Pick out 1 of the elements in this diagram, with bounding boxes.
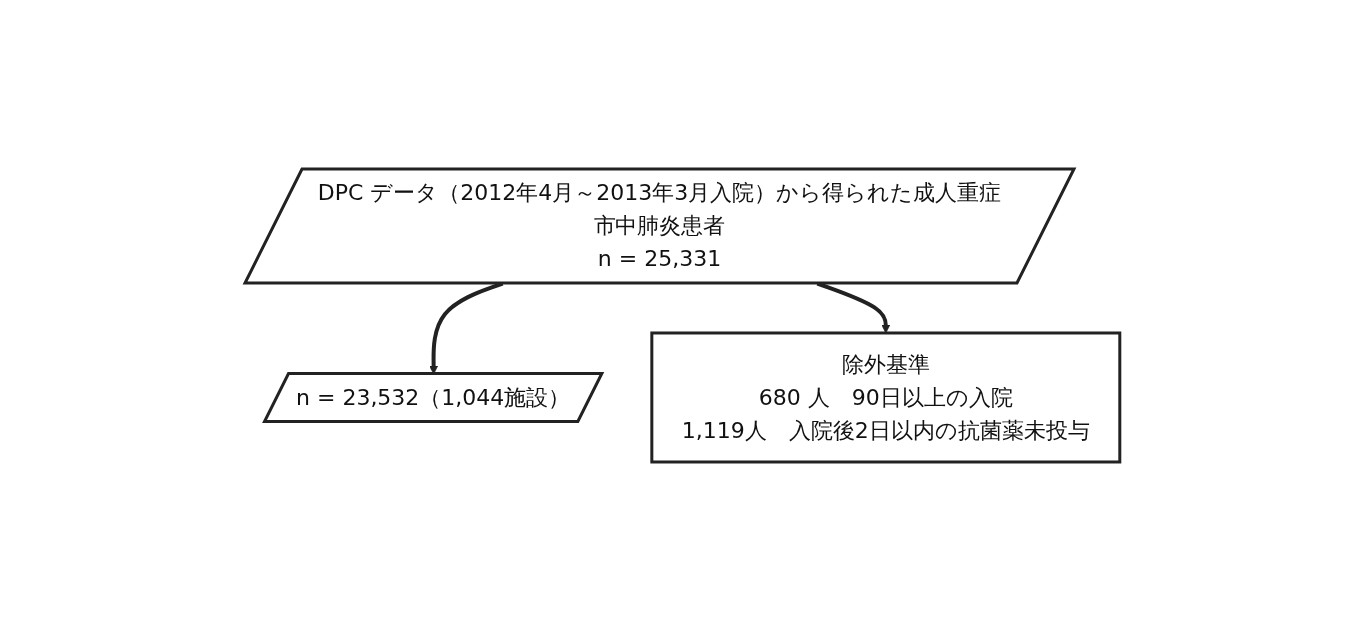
node-box: 除外基準 680 人 90日以上の入院 1,119人 入院後2日以内の抗菌薬未投与 xyxy=(650,331,1122,463)
